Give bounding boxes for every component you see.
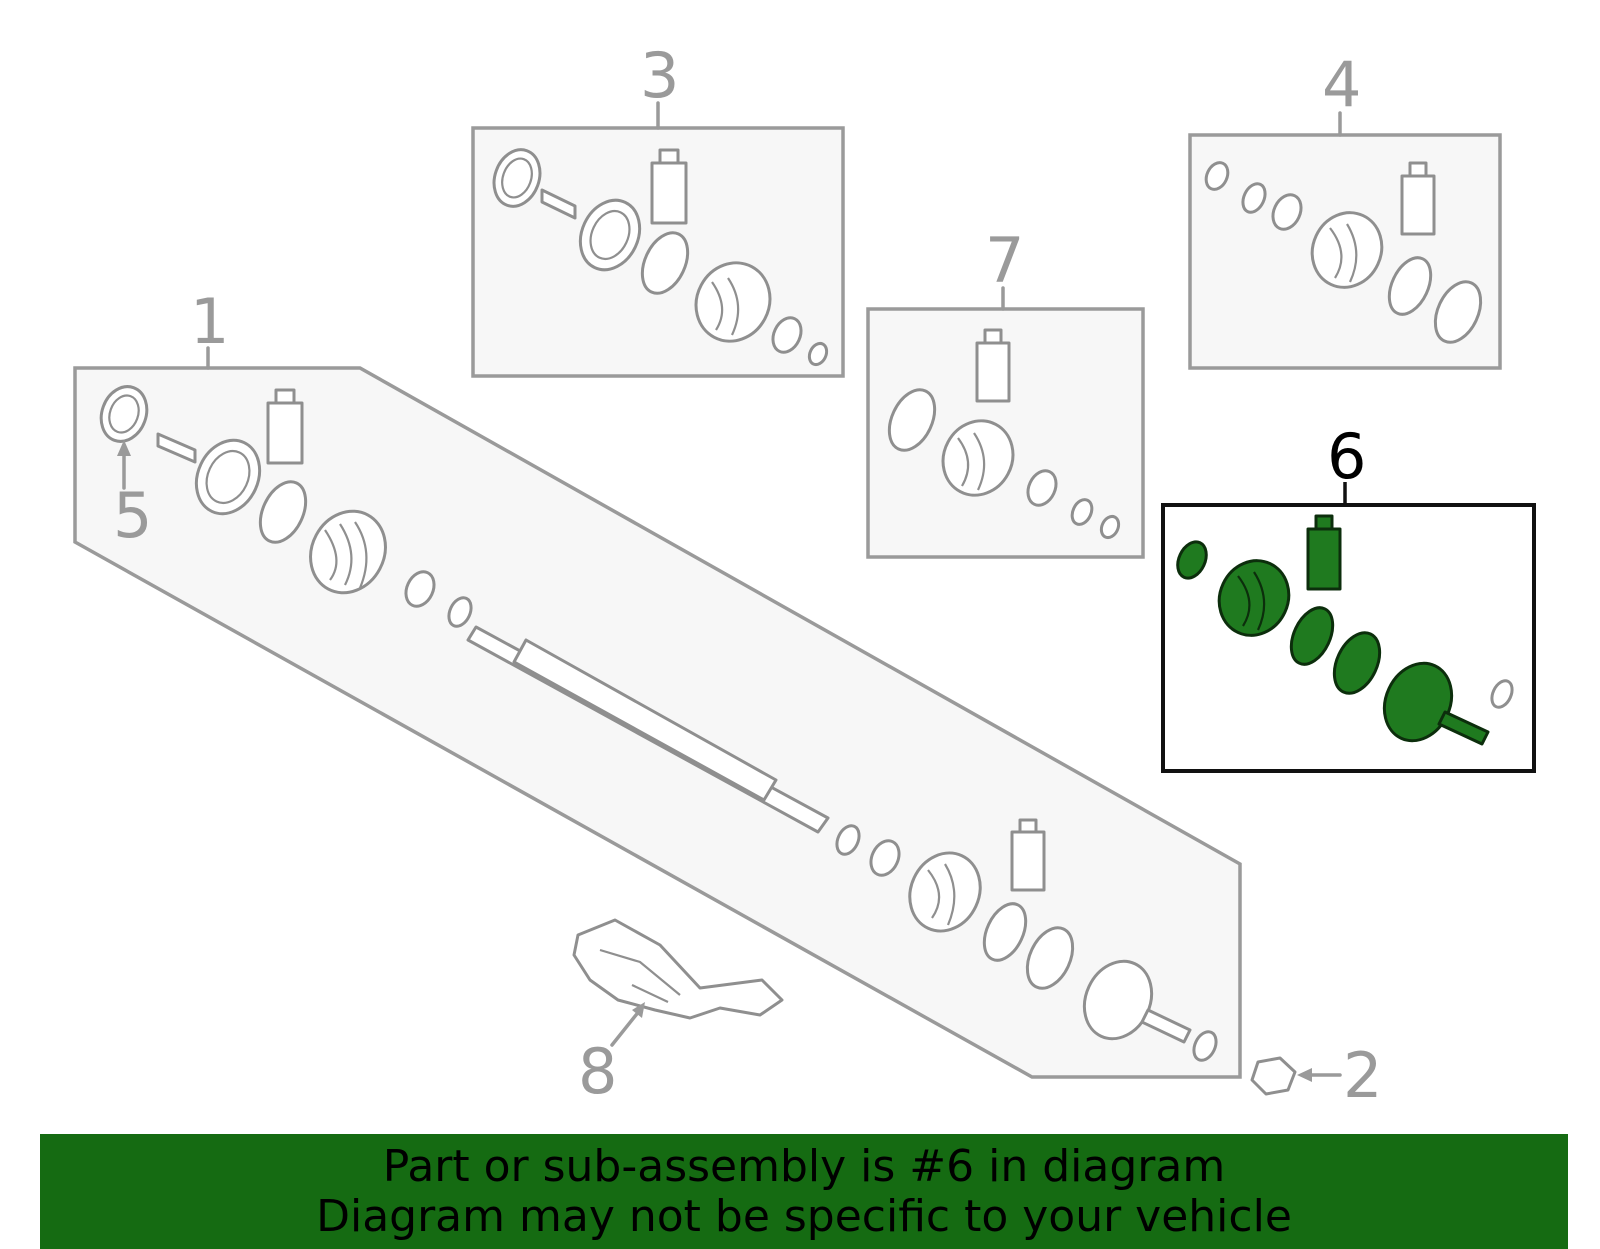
callout-5: 5 <box>113 479 152 552</box>
callout-4: 4 <box>1322 48 1361 121</box>
callout-2: 2 <box>1343 1039 1382 1112</box>
assembly-6-panel-highlighted[interactable] <box>1161 482 1536 773</box>
notice-line-2: Diagram may not be specific to your vehi… <box>316 1191 1292 1242</box>
callout-1: 1 <box>190 285 229 358</box>
callout-8: 8 <box>578 1035 617 1108</box>
assembly-1-panel[interactable] <box>73 346 1242 1079</box>
assembly-4-panel[interactable] <box>1188 111 1502 370</box>
notice-banner: Part or sub-assembly is #6 in diagram Di… <box>40 1134 1568 1249</box>
callout-6: 6 <box>1327 420 1366 493</box>
notice-line-1: Part or sub-assembly is #6 in diagram <box>382 1141 1226 1192</box>
callout-3: 3 <box>640 39 679 112</box>
assembly-3-panel[interactable] <box>471 101 845 378</box>
callout-7: 7 <box>985 224 1024 297</box>
callout-5-leader <box>117 440 131 490</box>
bracket-part-8[interactable] <box>572 918 784 1047</box>
assembly-7-panel[interactable] <box>866 286 1145 559</box>
nut-part-2[interactable] <box>1250 1056 1342 1096</box>
